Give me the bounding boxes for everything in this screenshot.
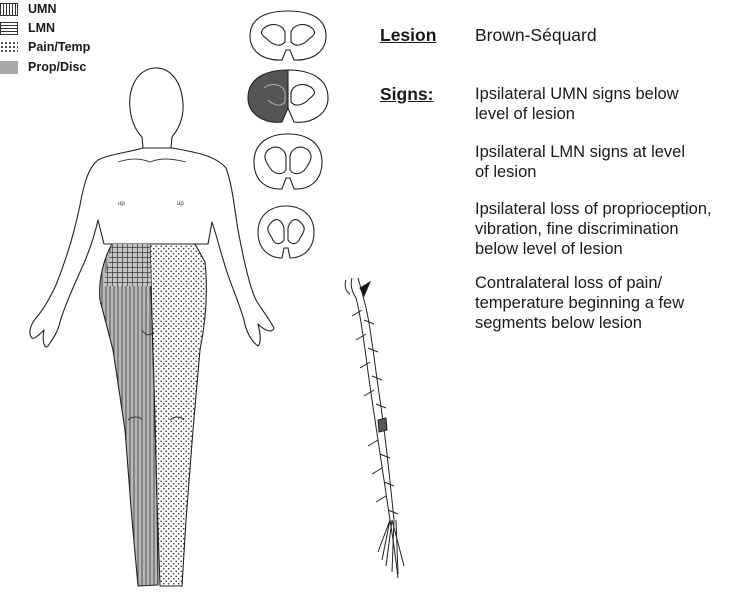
umn-swatch	[0, 3, 18, 16]
sign-line: Ipsilateral loss of proprioception,	[475, 200, 712, 218]
pain-temp-swatch	[0, 41, 18, 54]
cord-section-1	[249, 10, 327, 61]
spinal-cord-longitudinal	[344, 277, 405, 579]
sign-line: vibration, fine discrimination	[475, 220, 679, 238]
torso-and-arms	[29, 147, 275, 348]
sign-line: Ipsilateral LMN signs at level	[475, 143, 686, 161]
legend-label-lmn: LMN	[28, 21, 56, 35]
cord-section-lesion	[247, 69, 329, 123]
sign-line: Contralateral loss of pain/	[475, 274, 663, 292]
legend-item-umn: UMN	[0, 2, 110, 16]
knee-detail	[169, 416, 185, 421]
cord-section-3	[253, 133, 323, 190]
knee-detail	[127, 416, 143, 421]
lesion-value: Brown-Séquard	[475, 25, 597, 45]
legend-item-prop-disc: Prop/Disc	[0, 60, 110, 74]
collar-line	[117, 158, 187, 163]
sign-line: temperature beginning a few	[475, 294, 685, 312]
sign-item-umn: Ipsilateral UMN signs below level of les…	[475, 84, 750, 124]
spinal-cord-sections	[247, 10, 329, 259]
sign-item-lmn: Ipsilateral LMN signs at level of lesion	[475, 142, 750, 182]
left-leg	[99, 243, 159, 587]
sign-item-proprioception: Ipsilateral loss of proprioception, vibr…	[475, 199, 750, 259]
legend-item-lmn: LMN	[0, 21, 110, 35]
hand-detail	[141, 329, 155, 336]
legend-item-pain-temp: Pain/Temp	[0, 40, 110, 54]
sign-line: below level of lesion	[475, 240, 623, 258]
legend-label-pain-temp: Pain/Temp	[28, 40, 91, 54]
sign-line: level of lesion	[475, 105, 575, 123]
cord-section-4	[257, 205, 315, 259]
left-nipple-label: up	[118, 201, 125, 207]
sign-line: Ipsilateral UMN signs below	[475, 85, 679, 103]
right-nipple-label: up	[177, 201, 184, 207]
prop-disc-swatch	[0, 61, 18, 74]
legend-label-umn: UMN	[28, 2, 57, 16]
legend-label-prop-disc: Prop/Disc	[28, 60, 87, 74]
sign-line: segments below lesion	[475, 314, 642, 332]
right-leg	[149, 243, 207, 587]
signs-heading: Signs:	[380, 84, 434, 104]
sign-line: of lesion	[475, 163, 537, 181]
head	[129, 67, 184, 149]
lmn-swatch	[0, 22, 18, 35]
sign-item-pain-temperature: Contralateral loss of pain/ temperature …	[475, 273, 750, 333]
human-body-figure	[29, 67, 275, 587]
lesion-heading: Lesion	[380, 25, 437, 45]
